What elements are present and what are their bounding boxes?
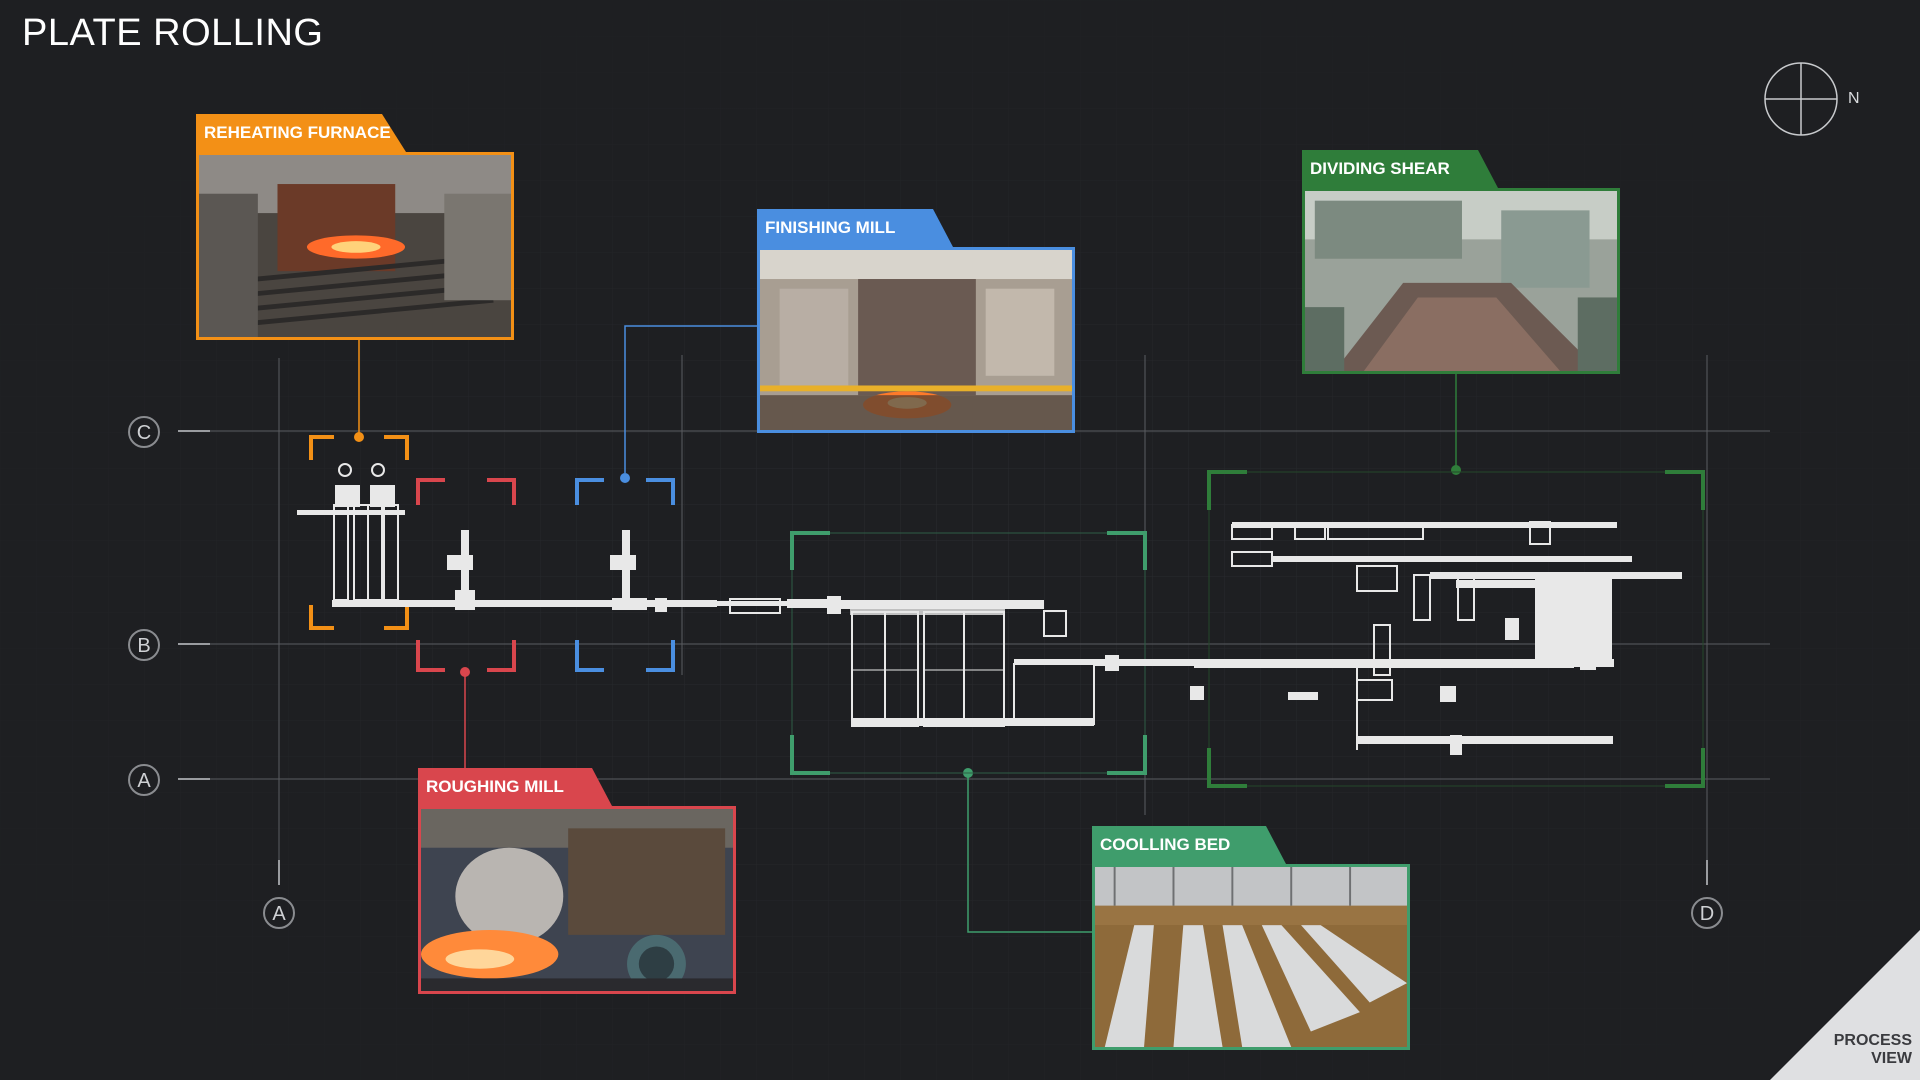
dividing-shear-card[interactable]: DIVIDING SHEAR <box>1302 150 1620 374</box>
dividing-shear-tab: DIVIDING SHEAR <box>1302 150 1498 188</box>
finishing-bracket <box>575 478 675 672</box>
axis-ticks <box>178 430 1708 885</box>
roughing-mill-photo <box>418 806 736 994</box>
roughing-mill-label: ROUGHING MILL <box>426 777 564 796</box>
finishing-mill-card[interactable]: FINISHING MILL <box>757 209 1075 433</box>
reheating-furnace-photo <box>196 152 514 340</box>
cooling-bed-photo <box>1092 864 1410 1050</box>
corner-fold <box>1770 930 1920 1080</box>
reheating-bracket <box>309 435 409 630</box>
process-view-line1: PROCESS <box>1833 1032 1912 1049</box>
cooling-bracket <box>790 531 1147 775</box>
cooling-bed-tab: COOLLING BED <box>1092 826 1286 864</box>
dividing-shear-photo <box>1302 188 1620 374</box>
compass-north-label: N <box>1848 90 1860 107</box>
process-view-line2: VIEW <box>1871 1050 1912 1067</box>
machinery-schematic <box>297 463 1682 755</box>
finishing-mill-tab: FINISHING MILL <box>757 209 953 247</box>
reheating-furnace-label: REHEATING FURNACE <box>204 123 391 142</box>
roughing-mill-tab: ROUGHING MILL <box>418 768 612 806</box>
reheating-furnace-card[interactable]: REHEATING FURNACE <box>196 114 514 340</box>
finishing-mill-label: FINISHING MILL <box>765 218 896 237</box>
cooling-bed-card[interactable]: COOLLING BED <box>1092 826 1410 1050</box>
roughing-bracket <box>416 478 516 672</box>
row-label-c: C <box>128 416 160 448</box>
row-label-b: B <box>128 629 160 661</box>
connector-dots <box>354 432 1461 778</box>
finishing-mill-photo <box>757 247 1075 433</box>
process-view-button[interactable]: PROCESS VIEW <box>1812 1032 1912 1068</box>
column-label-d: D <box>1691 897 1723 929</box>
dividing-bracket <box>1207 470 1705 788</box>
reheating-furnace-tab: REHEATING FURNACE <box>196 114 406 152</box>
connector-lines <box>358 325 1457 933</box>
roughing-mill-card[interactable]: ROUGHING MILL <box>418 768 736 994</box>
page-title: PLATE ROLLING <box>22 12 324 54</box>
dividing-shear-label: DIVIDING SHEAR <box>1310 159 1450 178</box>
compass-icon <box>1764 62 1838 136</box>
row-label-a: A <box>128 764 160 796</box>
column-label-a: A <box>263 897 295 929</box>
cooling-bed-label: COOLLING BED <box>1100 835 1231 854</box>
